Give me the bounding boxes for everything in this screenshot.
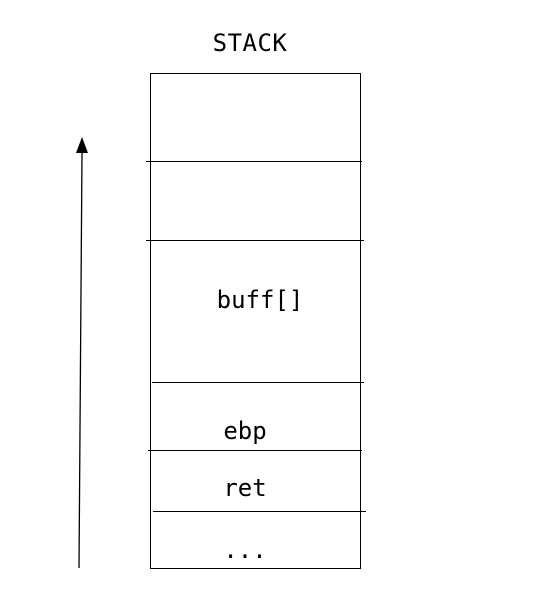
ebp-label: ebp (223, 417, 267, 445)
ellipsis-label: ... (223, 536, 267, 564)
buffer-label: buff[] (216, 286, 304, 314)
ret-label: ret (223, 474, 267, 502)
growth-arrow-head (76, 137, 88, 153)
growth-arrow-shaft (78, 151, 83, 569)
stack-frame (150, 73, 361, 569)
stack-divider (153, 511, 366, 512)
diagram-title: STACK (212, 29, 288, 57)
stack-divider (146, 240, 364, 241)
stack-divider (152, 382, 364, 383)
stack-divider (146, 161, 362, 162)
stack-divider (148, 450, 362, 451)
